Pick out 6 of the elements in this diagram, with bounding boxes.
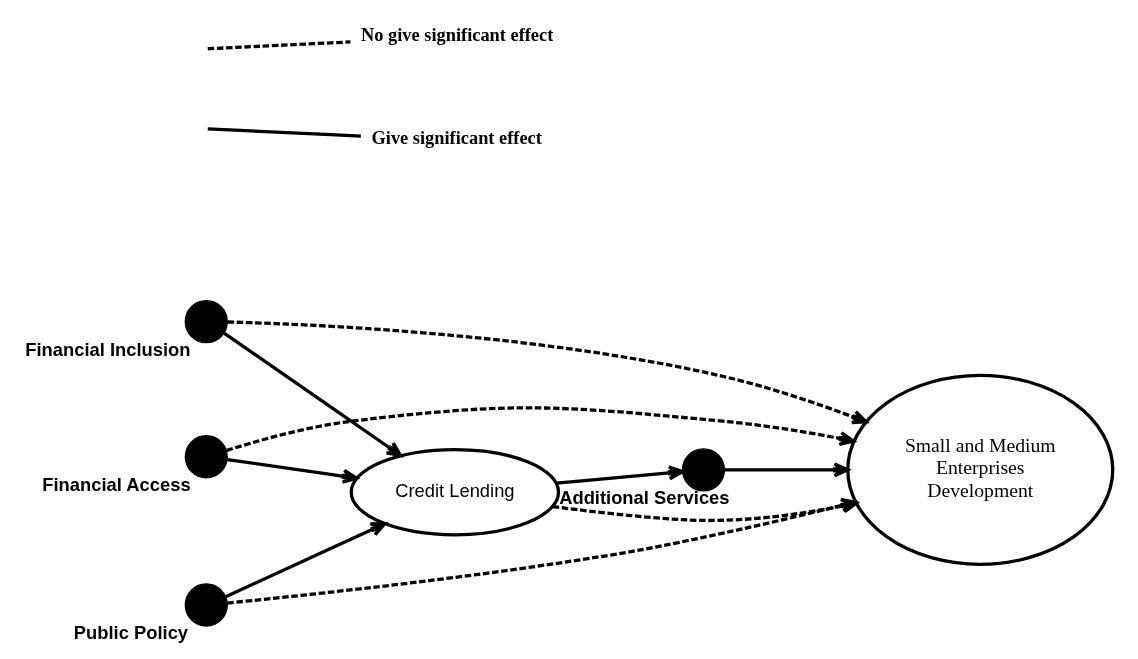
- node-label: Financial Access: [42, 474, 191, 496]
- node-label: Public Policy: [73, 622, 189, 644]
- node-label: Financial Inclusion: [25, 339, 191, 360]
- legend-label: No give significant effect: [361, 24, 554, 45]
- legend-label: Give significant effect: [371, 128, 542, 149]
- node-label: Additional Services: [559, 487, 730, 509]
